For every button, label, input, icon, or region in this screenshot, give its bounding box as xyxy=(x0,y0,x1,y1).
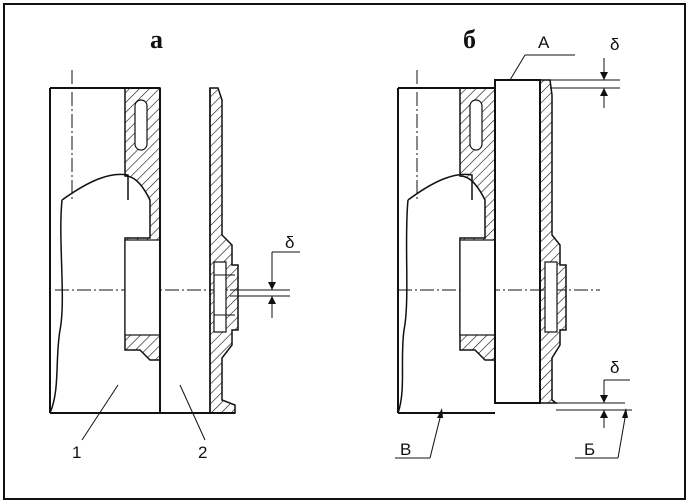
panel-a xyxy=(49,70,300,441)
panel-b-label: б xyxy=(463,25,476,54)
delta-a-label: δ xyxy=(285,233,294,252)
callout-2-label: 2 xyxy=(198,443,207,462)
delta-b-top-label: δ xyxy=(610,35,619,54)
callout-1-label: 1 xyxy=(72,443,81,462)
figure-border xyxy=(3,3,686,500)
label-v: В xyxy=(400,440,411,459)
panel-b xyxy=(395,54,632,459)
label-b: Б xyxy=(584,440,595,459)
delta-b-bottom-label: δ xyxy=(610,358,619,377)
label-a: А xyxy=(538,33,550,52)
panel-a-label: а xyxy=(150,25,163,54)
